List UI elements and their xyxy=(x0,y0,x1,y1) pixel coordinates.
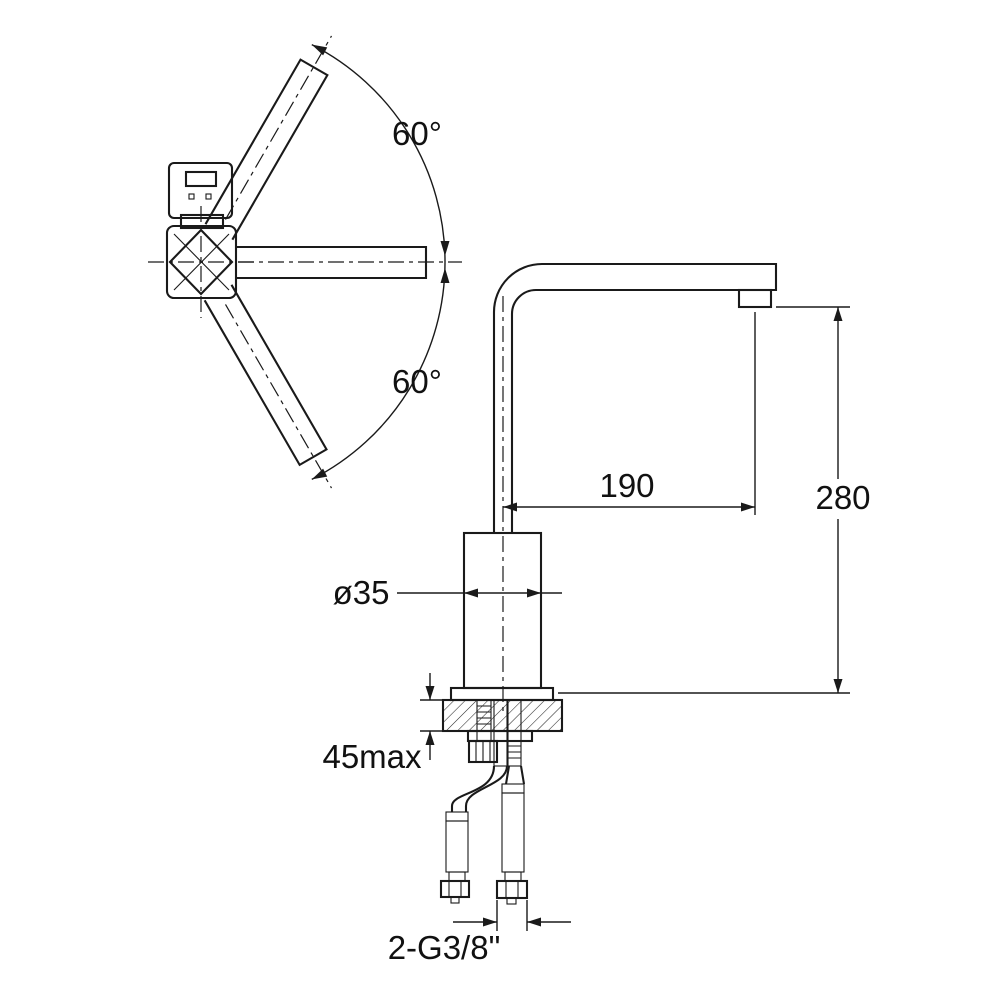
height-label: 280 xyxy=(815,479,870,516)
swivel-arc xyxy=(311,43,450,481)
spout-upper-position xyxy=(204,35,333,241)
hose-connector-left xyxy=(439,879,471,899)
mounting-hardware xyxy=(466,699,534,767)
base-flange xyxy=(449,686,555,702)
dim-body-diameter: ø35 xyxy=(333,574,562,611)
spout-lower-position xyxy=(203,284,333,489)
dim-deck-thickness: 45max xyxy=(322,673,447,775)
hose-connector-right xyxy=(495,879,529,900)
supply-hose-left xyxy=(439,765,509,904)
spout-profile xyxy=(492,262,778,534)
supply-hose-right xyxy=(495,765,529,905)
hose-tube-left xyxy=(493,699,508,767)
swivel-angle-top-label: 60° xyxy=(392,115,442,152)
dim-spout-reach: 190 xyxy=(503,312,756,515)
top-view: 60° 60° xyxy=(148,35,462,489)
dim-total-height: 280 xyxy=(558,306,871,694)
dimensions: 190 280 ø35 xyxy=(322,306,871,966)
hose-tube-right xyxy=(507,699,522,767)
side-view xyxy=(439,262,778,905)
deck-thickness-label: 45max xyxy=(322,738,422,775)
diameter-label: ø35 xyxy=(333,574,390,611)
spout-center-position xyxy=(236,245,462,280)
swivel-angle-bottom-label: 60° xyxy=(392,363,442,400)
braided-hose-left xyxy=(445,820,469,873)
braided-hose-right xyxy=(501,792,525,873)
countertop-section xyxy=(441,698,564,733)
dim-connection-thread: 2-G3/8" xyxy=(388,900,571,966)
spout-reach-label: 190 xyxy=(599,467,654,504)
horseshoe-washer xyxy=(466,729,534,743)
swivel-body-top xyxy=(148,206,258,318)
thread-label: 2-G3/8" xyxy=(388,929,501,966)
spout-outlet xyxy=(737,288,773,309)
